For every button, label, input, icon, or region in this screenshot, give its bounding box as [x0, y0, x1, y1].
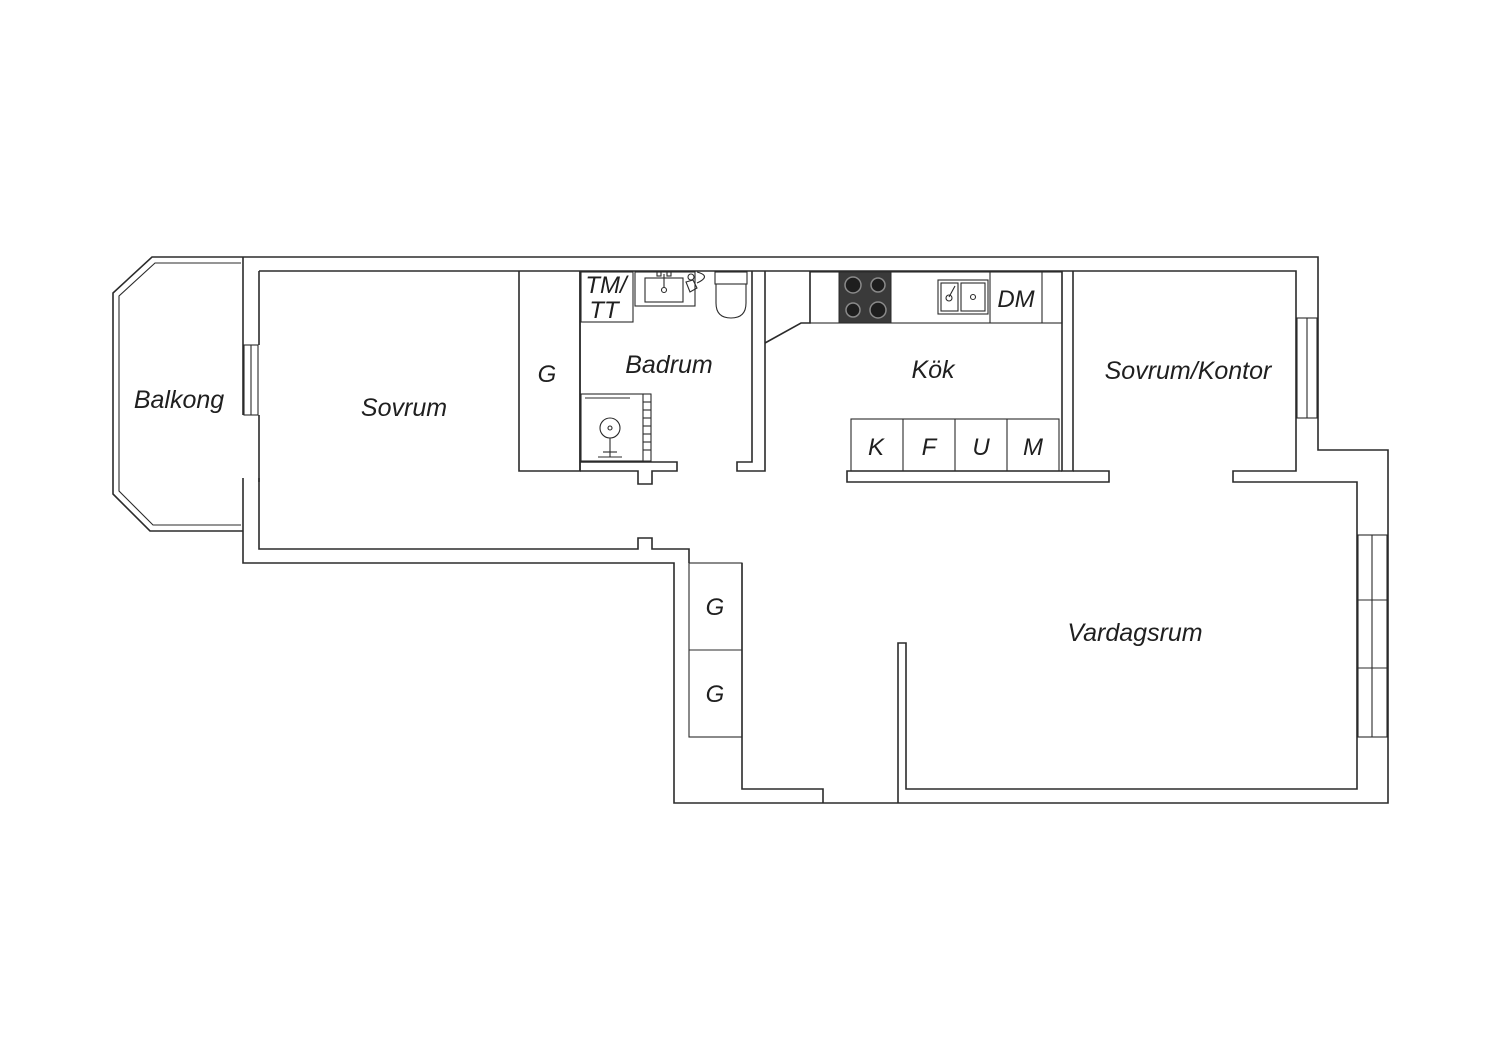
kitchen-unit-m: M [1023, 434, 1043, 461]
label-dm: DM [997, 286, 1034, 313]
kitchen-unit-u: U [972, 434, 990, 461]
room-label-sovrum: Sovrum [361, 394, 447, 422]
balcony [112, 256, 243, 532]
hall-closets [688, 562, 743, 738]
room-label-badrum: Badrum [625, 351, 713, 379]
bathroom [579, 271, 766, 485]
stove-icon [838, 271, 892, 324]
washbasin-icon [634, 271, 696, 307]
sink-icon [937, 279, 989, 315]
kitchen-unit-k: K [868, 434, 885, 461]
label-closet-bath: G [538, 361, 557, 388]
room-label-vardagsrum: Vardagsrum [1067, 619, 1202, 647]
label-tm: TM/ [585, 272, 629, 299]
window-icon [243, 317, 1388, 738]
kitchen-unit-f: F [922, 434, 938, 461]
room-labels: Balkong Sovrum Badrum Kök Sovrum/Kontor … [134, 351, 1273, 647]
fixture-labels: TM/ TT DM G G G K F U M [538, 272, 1043, 708]
kitchen [764, 271, 1110, 483]
room-label-kok: Kök [911, 356, 956, 384]
shower-icon [580, 393, 652, 462]
outer-walls [242, 256, 1389, 804]
toilet-icon [714, 271, 748, 319]
room-label-balkong: Balkong [134, 386, 224, 414]
label-tt: TT [589, 297, 621, 324]
label-closet-hall-1: G [706, 594, 725, 621]
room-label-sovrum-kontor: Sovrum/Kontor [1105, 357, 1273, 385]
label-closet-hall-2: G [706, 681, 725, 708]
faucet-icon [685, 271, 706, 293]
